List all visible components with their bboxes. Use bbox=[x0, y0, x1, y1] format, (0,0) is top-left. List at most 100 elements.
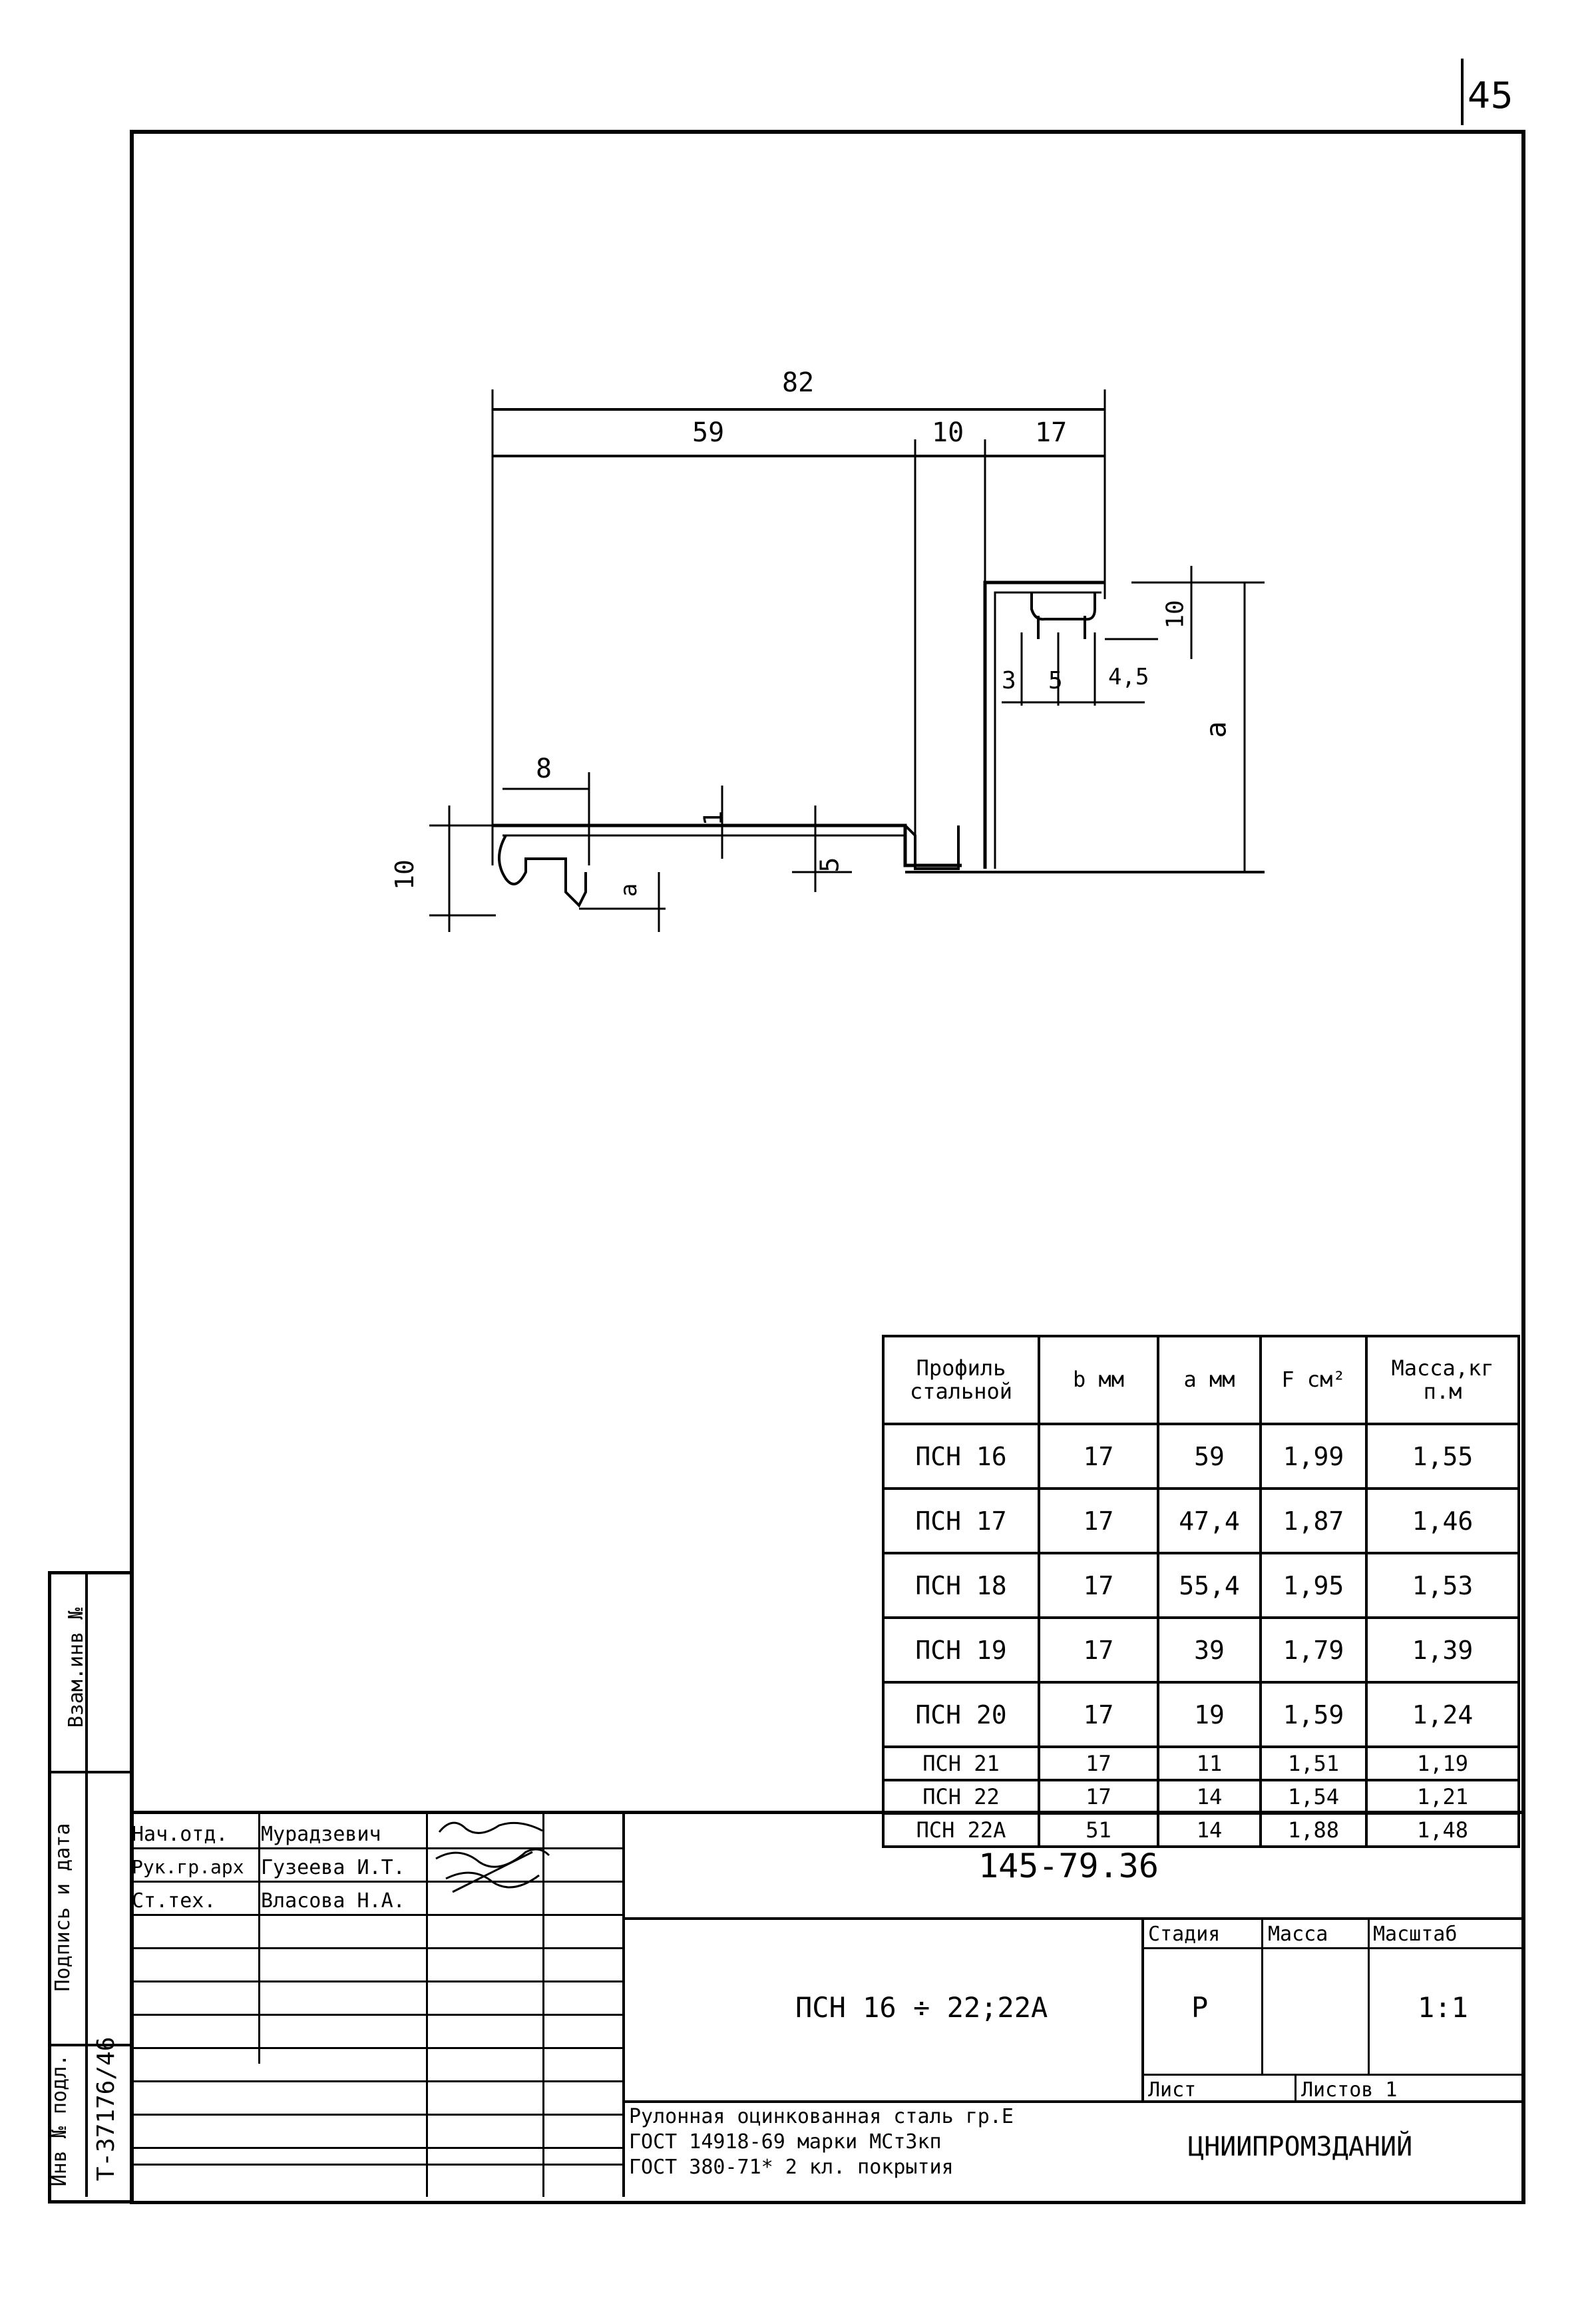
cell-b: 17 bbox=[1038, 1681, 1159, 1748]
cell-profile: ПСН 22А bbox=[882, 1812, 1040, 1848]
cell-b: 17 bbox=[1038, 1779, 1159, 1815]
side-inv-number: Т-37176/46 bbox=[93, 2036, 120, 2182]
role-head: Нач.отд. bbox=[132, 1823, 228, 1846]
scale-value: 1:1 bbox=[1418, 1991, 1468, 2024]
sheet-label: Лист bbox=[1148, 2078, 1197, 2102]
table-row: ПСН 20 17 19 1,59 1,24 bbox=[882, 1681, 1520, 1748]
table-row: ПСН 21 17 11 1,51 1,19 bbox=[882, 1745, 1520, 1781]
profile-table: Профиль стальной b мм a мм F см² Масса,к… bbox=[882, 1335, 1520, 1848]
dim-a: a bbox=[1199, 721, 1233, 738]
dim-right-height: 10 bbox=[1161, 600, 1189, 629]
cell-b: 17 bbox=[1038, 1487, 1159, 1554]
side-stamp-divider bbox=[85, 1571, 88, 2197]
cell-b: 17 bbox=[1038, 1423, 1159, 1490]
title-block-line bbox=[130, 2147, 622, 2149]
title-block-line bbox=[130, 1947, 622, 1949]
title-block-line bbox=[1141, 1917, 1144, 2100]
dim-hook-depth: a bbox=[616, 883, 643, 897]
cell-a: 39 bbox=[1157, 1616, 1262, 1684]
dim-thickness: 1 bbox=[698, 810, 728, 826]
title-block-line bbox=[130, 1811, 1521, 1814]
cell-f: 1,59 bbox=[1259, 1681, 1368, 1748]
cell-profile: ПСН 18 bbox=[882, 1552, 1040, 1619]
drawing-frame bbox=[130, 130, 1525, 2204]
sheets-label: Листов 1 bbox=[1301, 2078, 1398, 2102]
col-header: a мм bbox=[1157, 1335, 1262, 1425]
dim-total: 82 bbox=[782, 367, 815, 398]
cell-mass: 1,21 bbox=[1365, 1779, 1520, 1815]
title-block-line bbox=[542, 1811, 544, 2197]
dim-small-height: 5 bbox=[815, 857, 845, 873]
cell-mass: 1,24 bbox=[1365, 1681, 1520, 1748]
side-vzam-inv: Взам.инв № bbox=[65, 1607, 88, 1728]
mass-header: Масса bbox=[1268, 1923, 1328, 1946]
stage-header: Стадия bbox=[1148, 1923, 1221, 1946]
dim-part1: 59 bbox=[692, 417, 725, 448]
cell-a: 59 bbox=[1157, 1423, 1262, 1490]
material-line1: Рулонная оцинкованная сталь гр.Е bbox=[629, 2105, 1014, 2128]
title-block-line bbox=[1295, 2074, 1297, 2100]
title-block-line bbox=[130, 1847, 622, 1849]
title-block-line bbox=[1141, 2074, 1521, 2076]
title-block-line bbox=[130, 2164, 622, 2166]
cell-profile: ПСН 22 bbox=[882, 1779, 1040, 1815]
cell-a: 47,4 bbox=[1157, 1487, 1262, 1554]
title-block-line bbox=[622, 1811, 625, 2197]
title-block-line bbox=[622, 2100, 1521, 2103]
table-row: ПСН 22А 51 14 1,88 1,48 bbox=[882, 1812, 1520, 1848]
name-group-lead: Гузеева И.Т. bbox=[261, 1856, 405, 1879]
cell-a: 19 bbox=[1157, 1681, 1262, 1748]
title-block-line bbox=[130, 2047, 622, 2049]
name-tech: Власова Н.А. bbox=[261, 1889, 405, 1913]
col-header: b мм bbox=[1038, 1335, 1159, 1425]
table-row: ПСН 18 17 55,4 1,95 1,53 bbox=[882, 1552, 1520, 1619]
title-block-line bbox=[130, 2080, 622, 2082]
title-block-line bbox=[426, 1811, 428, 2197]
signatures bbox=[435, 1821, 550, 1893]
table-row: ПСН 19 17 39 1,79 1,39 bbox=[882, 1616, 1520, 1684]
page-number: 45 bbox=[1468, 75, 1513, 116]
cell-b: 17 bbox=[1038, 1616, 1159, 1684]
side-inv-podl: Инв № подл. bbox=[48, 2054, 71, 2187]
title-block-line bbox=[1141, 1947, 1521, 1949]
dim-right-d2: 5 bbox=[1048, 667, 1063, 694]
stage-value: Р bbox=[1191, 1991, 1209, 2024]
side-podpis-data: Подпись и дата bbox=[51, 1823, 75, 1992]
cell-profile: ПСН 20 bbox=[882, 1681, 1040, 1748]
table-row: ПСН 22 17 14 1,54 1,21 bbox=[882, 1779, 1520, 1815]
material-line3: ГОСТ 380-71* 2 кл. покрытия bbox=[629, 2156, 954, 2179]
cell-f: 1,87 bbox=[1259, 1487, 1368, 1554]
title-block-line bbox=[130, 2014, 622, 2016]
side-stamp bbox=[48, 1571, 133, 2204]
organization: ЦНИИПРОМЗДАНИЙ bbox=[1188, 2132, 1413, 2162]
cell-f: 1,88 bbox=[1259, 1812, 1368, 1848]
cell-mass: 1,55 bbox=[1365, 1423, 1520, 1490]
cell-b: 17 bbox=[1038, 1552, 1159, 1619]
page-number-box bbox=[1461, 59, 1520, 125]
dim-left-lip: 8 bbox=[536, 754, 552, 784]
dim-right-d3: 4,5 bbox=[1108, 664, 1149, 690]
material-line2: ГОСТ 14918-69 марки МСт3кп bbox=[629, 2130, 942, 2154]
table-row: ПСН 17 17 47,4 1,87 1,46 bbox=[882, 1487, 1520, 1554]
cell-mass: 1,19 bbox=[1365, 1745, 1520, 1781]
title-block-line bbox=[258, 1811, 260, 2064]
title-block-line bbox=[130, 1980, 622, 1982]
cell-f: 1,51 bbox=[1259, 1745, 1368, 1781]
dim-part3: 17 bbox=[1035, 417, 1068, 448]
cell-mass: 1,48 bbox=[1365, 1812, 1520, 1848]
cell-profile: ПСН 21 bbox=[882, 1745, 1040, 1781]
cell-f: 1,95 bbox=[1259, 1552, 1368, 1619]
product-name: ПСН 16 ÷ 22;22А bbox=[795, 1991, 1048, 2024]
cell-profile: ПСН 17 bbox=[882, 1487, 1040, 1554]
role-group-lead: Рук.гр.арх bbox=[132, 1856, 244, 1878]
dim-right-d1: 3 bbox=[1002, 667, 1016, 694]
title-block-line bbox=[130, 1881, 622, 1883]
cell-a: 11 bbox=[1157, 1745, 1262, 1781]
role-tech: Ст.тех. bbox=[132, 1889, 216, 1913]
cell-a: 14 bbox=[1157, 1812, 1262, 1848]
cell-f: 1,54 bbox=[1259, 1779, 1368, 1815]
title-block-line bbox=[130, 2114, 622, 2116]
cell-mass: 1,46 bbox=[1365, 1487, 1520, 1554]
profile-section-drawing bbox=[429, 389, 1265, 932]
col-header: F см² bbox=[1259, 1335, 1368, 1425]
